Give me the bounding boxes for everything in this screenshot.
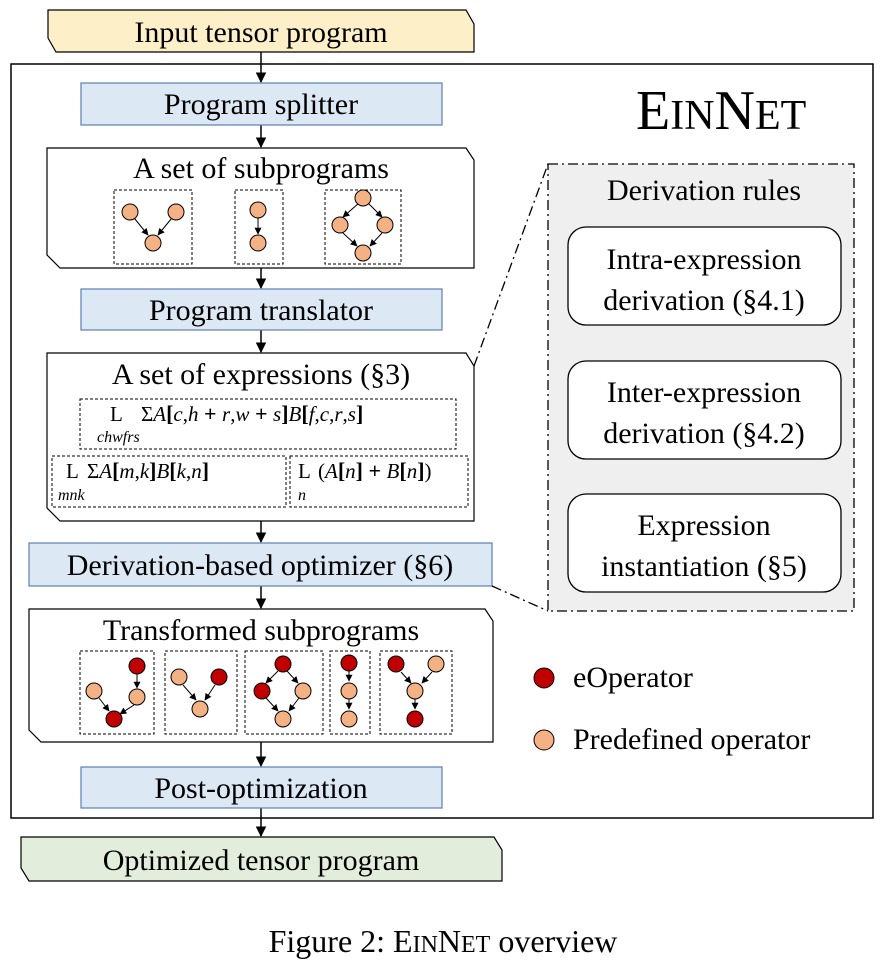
transformed-subprograms-box [28,608,494,743]
transformed-graph-3 [244,650,324,735]
svg-text:ΣA[m,k]B[k,n]: ΣA[m,k]B[k,n] [87,458,209,483]
svg-text:L: L [298,459,311,483]
transformed-graph-4 [329,650,371,735]
svg-text:n: n [298,487,306,504]
expression-1: L chwfrs ΣA[c,h + r,w + s]B[f,c,r,s] [79,398,457,450]
input-program-label: Input tensor program [134,16,387,49]
expression-2: L mnk ΣA[m,k]B[k,n] [51,455,287,508]
legend-predefined-label: Predefined operator [573,723,810,756]
program-translator-box [80,288,443,331]
program-translator-label: Program translator [149,294,373,327]
output-program-label: Optimized tensor program [103,844,420,877]
rule-inter-expression: Inter-expression derivation (§4.2) [567,360,842,460]
program-splitter-label: Program splitter [164,88,358,121]
subprograms-label: A set of subprograms [133,152,389,185]
system-frame [10,63,874,819]
svg-text:ΣA[c,h + r,w + s]B[f,c,r,s]: ΣA[c,h + r,w + s]B[f,c,r,s] [141,401,363,426]
svg-text:chwfrs: chwfrs [97,429,140,446]
system-title: EINNET [636,80,806,142]
transformed-graph-5 [379,650,453,735]
svg-text:L: L [66,459,79,483]
expressions-label: A set of expressions (§3) [112,358,410,391]
optimizer-box [28,542,493,587]
svg-text:Intra-expression: Intra-expression [607,243,802,276]
svg-text:(A[n] + B[n]): (A[n] + B[n]) [318,458,432,483]
optimizer-label: Derivation-based optimizer (§6) [67,549,454,582]
legend: eOperator Predefined operator [533,661,810,756]
rule-expression-instantiation: Expression instantiation (§5) [567,493,842,593]
legend-eoperator-swatch [533,667,555,689]
subprogram-graph-3 [324,189,402,265]
expression-3: L n (A[n] + B[n]) [289,455,469,508]
svg-text:instantiation (§5): instantiation (§5) [601,550,807,583]
svg-text:derivation (§4.1): derivation (§4.1) [603,284,805,317]
post-optimization-box [80,766,443,809]
subprogram-graph-2 [234,189,284,265]
input-program-box [47,9,475,53]
expressions-box [46,352,475,522]
svg-text:L: L [110,402,123,426]
transformed-graph-2 [164,650,238,735]
output-program-box [20,836,503,882]
subprogram-graph-1 [113,189,193,265]
figure-caption: Figure 2: EINNET overview [269,923,618,959]
svg-text:derivation (§4.2): derivation (§4.2) [603,417,805,450]
svg-text:Expression: Expression [637,509,770,542]
legend-predefined-swatch [533,729,555,751]
derivation-rules-title: Derivation rules [607,174,801,207]
program-splitter-box [80,82,443,126]
post-optimization-label: Post-optimization [154,772,367,805]
transformed-subprograms-label: Transformed subprograms [103,614,419,647]
svg-text:Inter-expression: Inter-expression [607,376,801,409]
legend-eoperator-label: eOperator [573,661,693,694]
svg-text:mnk: mnk [58,487,86,504]
transformed-graph-1 [79,650,155,735]
rules-connector [473,163,549,612]
rule-intra-expression: Intra-expression derivation (§4.1) [567,226,842,326]
